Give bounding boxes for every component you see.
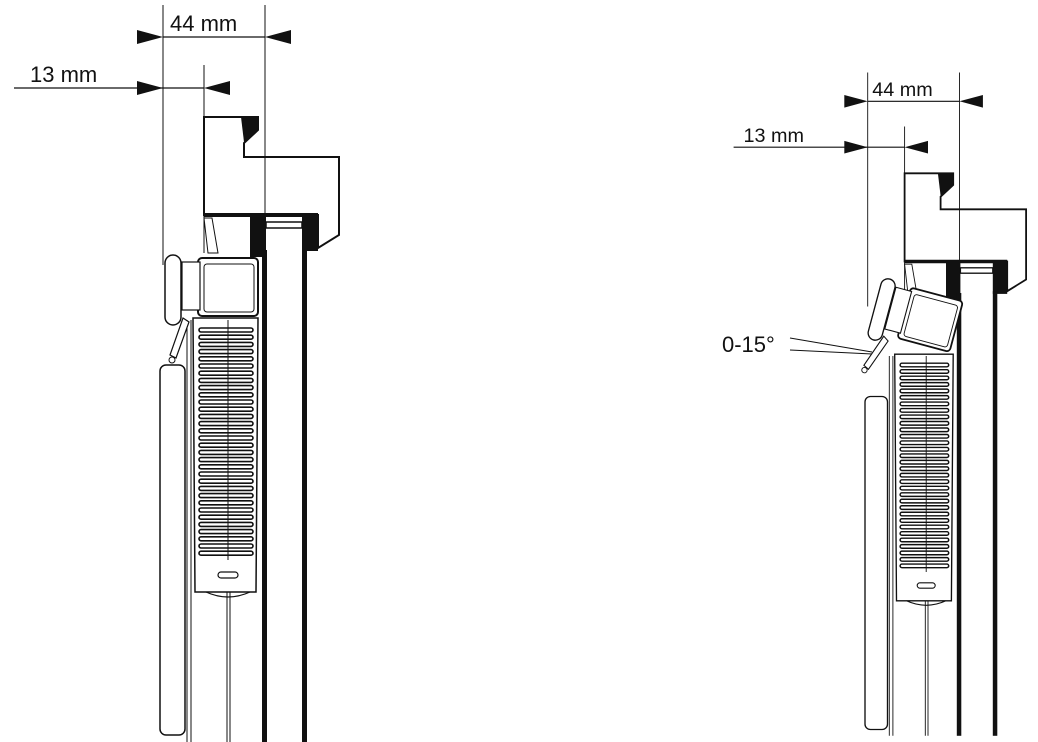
width-dimension-label: 44 mm bbox=[872, 79, 933, 101]
tilt-angle-label: 0-15° bbox=[722, 332, 775, 357]
offset-dimension-label: 13 mm bbox=[744, 125, 805, 147]
figure-tilted-mount: 44 mm 13 mm 0-15° bbox=[722, 70, 1028, 738]
offset-dimension-label: 13 mm bbox=[30, 62, 97, 87]
figure-standard-mount: 44 mm 13 mm bbox=[12, 3, 341, 742]
width-dimension-label: 44 mm bbox=[170, 11, 237, 36]
